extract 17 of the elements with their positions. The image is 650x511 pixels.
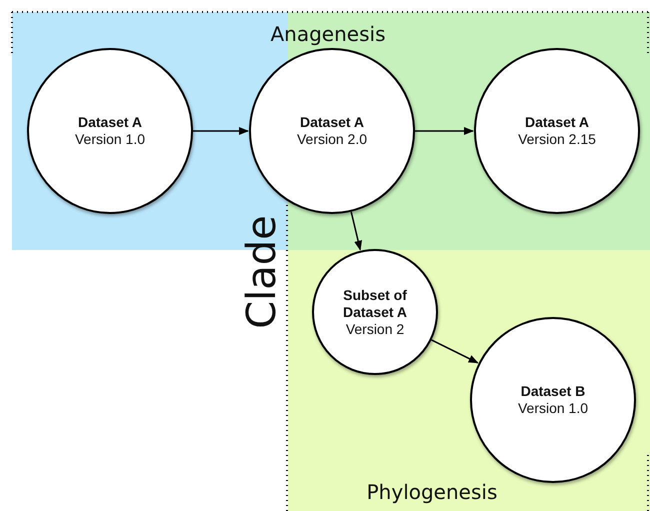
dataset-name: Subset of Dataset A [342,286,408,320]
arrow [415,127,474,135]
version-label: Version 2.0 [296,131,368,148]
dataset-name: Dataset A [78,114,142,131]
version-label: Version 2 [346,320,404,338]
dataset-name: Dataset A [300,114,364,131]
dataset-name: Dataset B [520,383,586,400]
region-label: Phylogenesis [366,480,498,504]
version-label: Version 2.15 [518,131,596,148]
version-label: Version 1.0 [518,400,588,417]
arrow [350,212,362,251]
arrow [193,127,249,135]
clade-label: Clade [239,215,285,329]
dataset-name: Dataset A [524,114,590,131]
version-label: Version 1.0 [74,131,146,148]
region-label: Anagenesis [270,22,386,46]
arrow [431,339,479,364]
